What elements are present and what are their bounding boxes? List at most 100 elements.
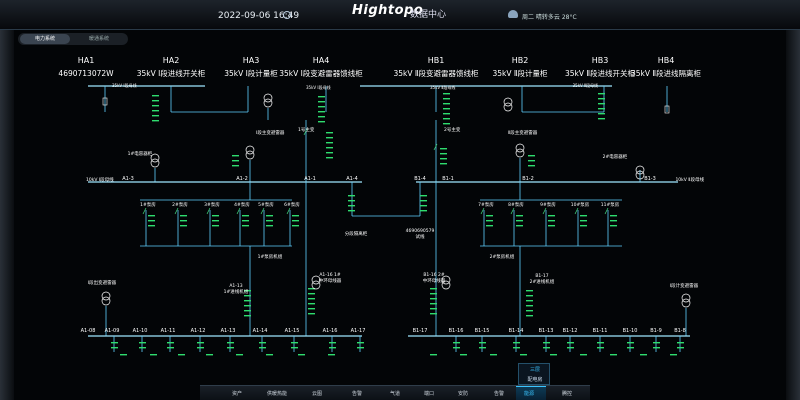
status-indicator [259,342,266,344]
nav-item-control[interactable]: 腾控 [562,391,573,397]
bottom-node-label: B1-10 [623,328,638,334]
transformer-1 [245,145,255,155]
status-indicator [292,215,299,217]
status-indicator [598,98,605,100]
bus-label-10kv-2: 10kV Ⅱ段母线 [675,176,704,183]
status-indicator [420,195,427,197]
arrester-symbol [102,97,108,106]
status-indicator [152,95,159,97]
status-indicator [326,157,333,159]
status-indicator [348,195,355,197]
transformer-symbol [441,280,451,290]
status-indicator [610,215,617,217]
nav-item-energy[interactable]: 能源 [524,391,535,397]
fan-label: 11#泵房 [601,201,620,208]
transformer-2 [515,148,525,158]
status-indicator [308,298,315,300]
cabinet-name: 35kV Ⅱ段进线开关柜 [565,68,636,78]
fan-label: 8#泵房 [508,201,524,208]
status-indicator [627,342,634,344]
transformer-symbol [311,280,321,290]
status-indicator [148,225,155,227]
status-indicator [479,342,486,344]
status-indicator [292,220,299,222]
status-indicator [292,225,299,227]
status-indicator [453,347,460,349]
cabinet-id: HA2 [163,56,180,65]
status-indicator [328,354,335,356]
status-indicator [443,118,450,120]
transformer-symbol [311,275,321,285]
bottom-node-label: B1-15 [475,328,490,334]
nav-item-alarm[interactable]: 告警 [352,391,363,397]
transformer-symbol [681,293,691,303]
status-indicator [308,288,315,290]
status-indicator [178,354,185,356]
switch-symbol [480,207,485,215]
label-b16-sub: 中环母线器 [423,277,446,284]
label-main-transformer-1: 1号主变 [298,126,315,133]
switch-symbol [236,207,241,215]
submenu-power-room[interactable]: 配电房 [527,377,543,383]
nav-item-assets[interactable]: 资产 [232,391,243,397]
status-indicator [597,347,604,349]
status-indicator [526,290,533,292]
switch-symbol [286,207,291,215]
switch-symbol [174,207,179,215]
switch-symbol [604,207,609,215]
status-indicator [308,308,315,310]
nav-item-heating[interactable]: 供暖热能 [267,391,288,397]
nav-item-airway[interactable]: 气道 [390,391,401,397]
status-indicator [548,220,555,222]
status-indicator [357,342,364,344]
submenu-floor-3[interactable]: 三层 [529,367,540,373]
transformer-2 [515,143,525,153]
switch-symbol [142,207,147,215]
status-indicator [420,210,427,212]
status-indicator [318,121,325,123]
status-indicator [543,347,550,349]
label-a16: A1-16 1# [319,272,341,278]
status-indicator [242,215,249,217]
status-indicator [526,295,533,297]
status-indicator [440,158,447,160]
status-indicator [597,342,604,344]
status-indicator [291,347,298,349]
tab-power-system[interactable]: 电力系统 [20,34,70,44]
status-indicator [516,225,523,227]
cabinet-id: HB4 [658,56,675,65]
status-indicator [212,215,219,217]
status-indicator [598,93,605,95]
status-indicator [598,108,605,110]
bottom-nav: 资产 供暖热能 云图 告警 气道 端口 安防 告警 能源 腾控 [200,385,590,400]
bottom-node-label: A1-08 [81,328,96,334]
label-capacitor-1: 1#电容器柜 [128,150,153,157]
bottom-node-label: A1-12 [191,328,206,334]
cabinet-name: 4690713072W [58,69,114,78]
fan-label: 4#泵房 [234,201,250,208]
status-indicator [440,148,447,150]
status-indicator [244,300,251,302]
status-indicator [580,354,587,356]
nav-item-port[interactable]: 端口 [424,391,435,397]
status-indicator [152,110,159,112]
status-indicator [526,315,533,317]
status-indicator [440,163,447,165]
transformer-symbol [263,93,273,103]
cabinet-name: 35kV Ⅰ段进线开关柜 [137,68,206,78]
nav-item-alarm-2[interactable]: 告警 [494,391,505,397]
bottom-node-label: B1-13 [539,328,554,334]
nav-item-cloud[interactable]: 云图 [312,391,323,397]
datetime: 2022-09-06 16:49 [218,11,300,21]
nav-item-security[interactable]: 安防 [458,391,469,397]
cabinet-name: 35kV Ⅰ段变避雷器馈线柜 [279,68,363,78]
status-indicator [150,354,157,356]
status-indicator [232,160,239,162]
label-transformer-1: Ⅰ段主变避雷器 [256,129,285,136]
transformer-symbol [503,102,513,112]
status-indicator [526,310,533,312]
status-indicator [567,342,574,344]
tab-hvac-system[interactable]: 暖通系统 [88,36,109,42]
status-indicator [513,347,520,349]
